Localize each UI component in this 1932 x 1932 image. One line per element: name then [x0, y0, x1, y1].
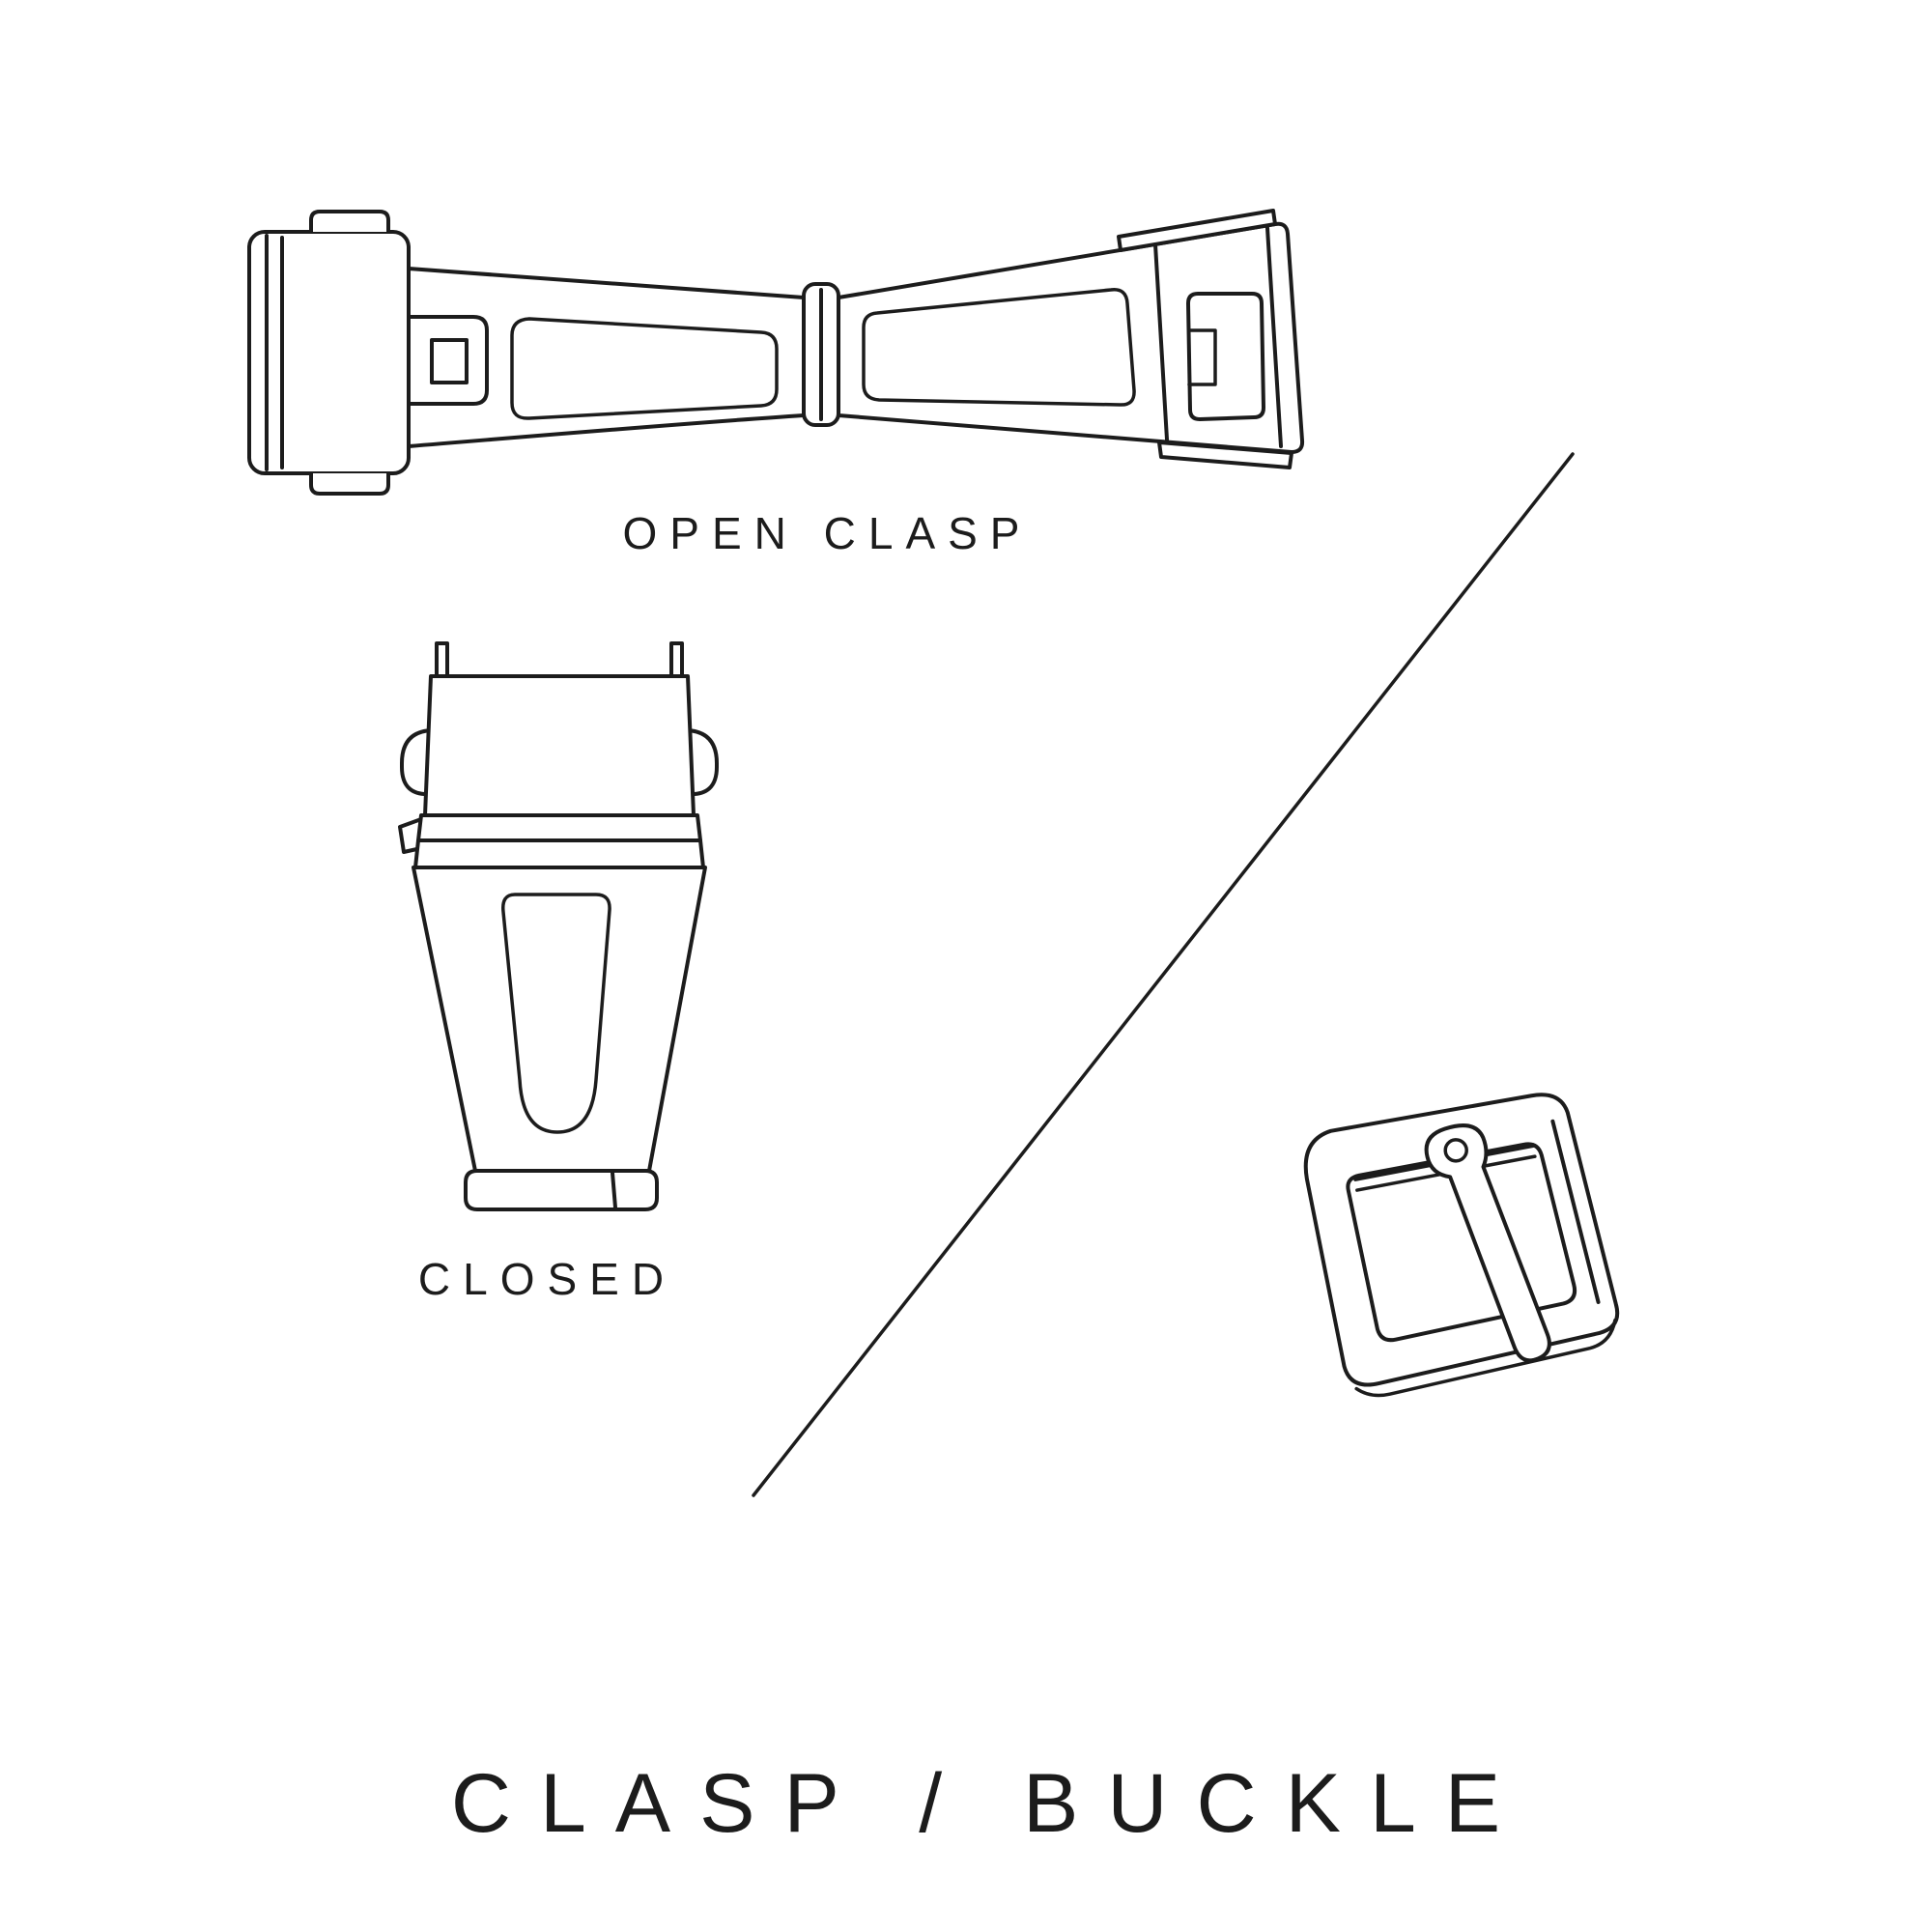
closed-clasp-prong-left: [435, 641, 449, 678]
open-clasp-end-fold-line: [1265, 226, 1283, 448]
buckle-illustration: [1303, 1093, 1620, 1398]
open-clasp-bottom-lip: [1157, 440, 1293, 469]
buckle-prong: [1424, 1123, 1551, 1363]
closed-clasp-ear-left: [400, 728, 433, 797]
open-clasp-left-arm-cutout: [510, 317, 779, 420]
closed-clasp-slot: [501, 893, 611, 1134]
open-clasp-latch-notch: [1187, 328, 1217, 386]
open-clasp-illustration: [247, 209, 1305, 496]
closed-clasp-body: [412, 866, 707, 1173]
open-clasp-catch-tab: [407, 315, 489, 406]
closed-clasp-cover: [423, 674, 696, 817]
open-clasp-endcap-seam: [1153, 242, 1169, 441]
open-clasp-end-link-top-tab: [309, 210, 390, 234]
page-title: CLASP / BUCKLE: [450, 1757, 1530, 1850]
open-clasp-end-link-bottom-tab: [309, 471, 390, 496]
buckle-right-band-crease: [1550, 1119, 1601, 1304]
closed-clasp-end-bar-tick: [611, 1171, 617, 1209]
buckle-bottom-band-crease: [1354, 1319, 1617, 1398]
closed-clasp-prong-right: [669, 641, 684, 678]
open-clasp-top-lip: [1117, 209, 1277, 252]
open-clasp-right-arm: [837, 221, 1305, 454]
closed-clasp-caption: CLOSED: [417, 1254, 677, 1304]
open-clasp-end-link: [247, 230, 411, 475]
open-clasp-latch: [1186, 292, 1265, 421]
closed-clasp-band-2: [413, 838, 705, 869]
closed-clasp-band-1: [416, 813, 702, 842]
buckle-prong-loop-hole: [1443, 1138, 1468, 1163]
closed-clasp-ear-right: [686, 728, 719, 797]
closed-clasp-illustration: [398, 641, 719, 1211]
open-clasp-caption: OPEN CLASP: [622, 508, 1033, 558]
divider-line: [752, 452, 1575, 1497]
closed-clasp-end-bar: [464, 1169, 659, 1211]
open-clasp-right-arm-cutout: [862, 288, 1136, 407]
